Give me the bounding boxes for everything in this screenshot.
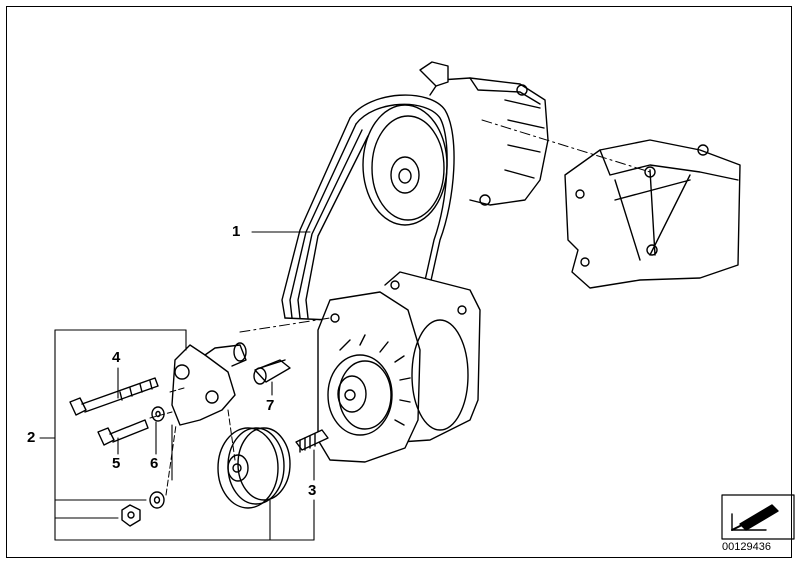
callout-6: 6 (150, 455, 159, 472)
document-number: 00129436 (722, 541, 771, 553)
arrow-down-left-icon (721, 494, 795, 540)
leader-lines (39, 231, 315, 541)
sleeve (253, 359, 291, 385)
diagram-frame (6, 6, 792, 558)
compressor-pulley (362, 104, 448, 226)
nut (121, 504, 141, 527)
alternator-pulley (327, 354, 393, 436)
callout-2: 2 (27, 429, 36, 446)
bolt-4 (69, 377, 159, 416)
washer-bottom (149, 491, 165, 509)
bolt-3 (295, 429, 329, 453)
idler-pulley (217, 427, 291, 509)
callout-1: 1 (232, 223, 241, 240)
compressor (419, 61, 549, 206)
callout-4: 4 (112, 349, 121, 366)
callout-3: 3 (308, 482, 317, 499)
tensioner-bracket (171, 342, 247, 426)
bolt-5 (97, 419, 149, 446)
washer-6 (151, 406, 165, 422)
mounting-bracket (564, 139, 741, 289)
callout-7: 7 (266, 397, 275, 414)
callout-5: 5 (112, 455, 121, 472)
